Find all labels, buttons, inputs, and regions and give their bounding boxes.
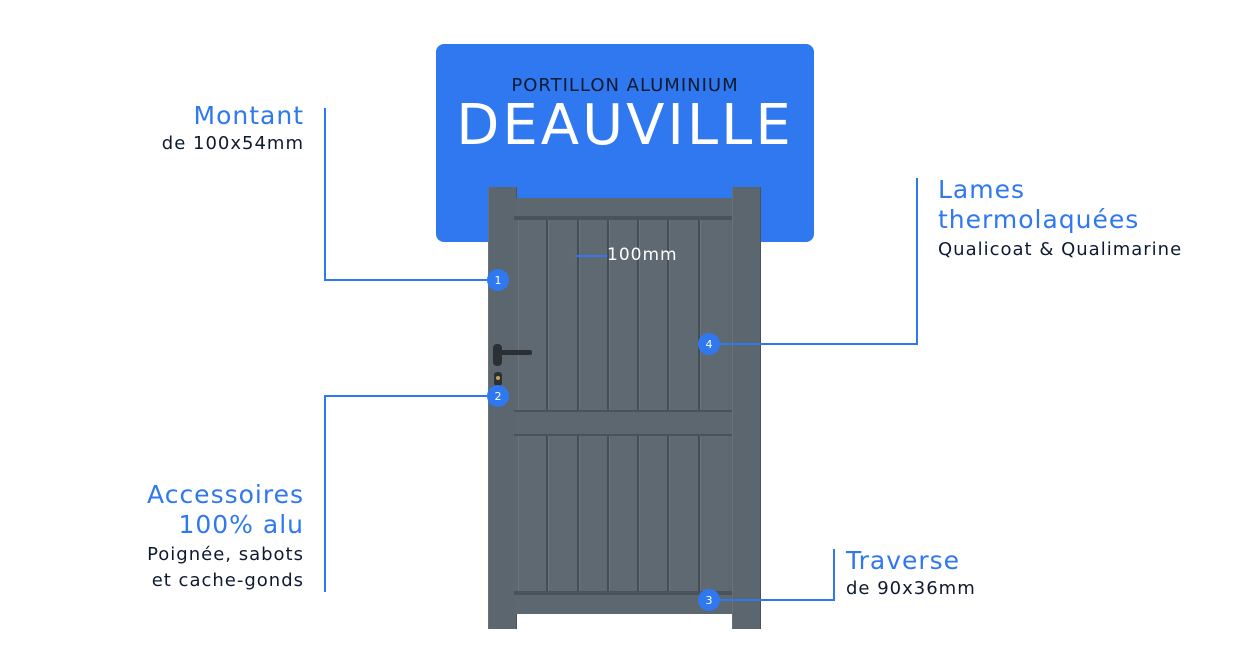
product-type: PORTILLON ALUMINIUM xyxy=(511,75,739,96)
accessoires-title-1: Accessoires xyxy=(147,480,304,509)
badge-2: 2 xyxy=(487,385,509,407)
montant-detail: de 100x54mm xyxy=(161,133,304,154)
slat xyxy=(548,220,577,410)
lames-title-1: Lames xyxy=(938,175,1026,204)
slat xyxy=(578,220,607,410)
top-rail xyxy=(514,216,732,220)
right-post xyxy=(732,187,761,629)
accessoires-title-2: 100% alu xyxy=(178,510,304,539)
accessoires-detail-2: et cache-gonds xyxy=(151,570,304,591)
lames-leader-horizontal xyxy=(720,343,918,345)
callout-lames: Lames thermolaquées Qualicoat & Qualimar… xyxy=(938,175,1182,263)
callout-montant: Montant de 100x54mm xyxy=(0,101,304,157)
slat xyxy=(639,220,668,410)
callout-traverse: Traverse de 90x36mm xyxy=(846,546,976,602)
slat-width-marker xyxy=(575,255,607,257)
badge-3: 3 xyxy=(698,589,720,611)
middle-rail xyxy=(514,410,732,436)
slat xyxy=(639,436,668,591)
lames-detail: Qualicoat & Qualimarine xyxy=(938,239,1183,260)
callout-accessoires: Accessoires 100% alu Poignée, sabots et … xyxy=(0,480,304,594)
lames-leader-vertical xyxy=(916,178,918,345)
slat xyxy=(669,436,698,591)
slat xyxy=(699,436,728,591)
accessoires-leader-vertical xyxy=(324,395,326,592)
bottom-rail xyxy=(514,591,732,595)
badge-4: 4 xyxy=(698,333,720,355)
traverse-detail: de 90x36mm xyxy=(846,578,976,599)
gate-leaf xyxy=(514,198,732,614)
accessoires-leader-horizontal xyxy=(324,395,487,397)
traverse-leader-horizontal xyxy=(720,599,835,601)
product-name: DEAUVILLE xyxy=(456,93,794,158)
traverse-title: Traverse xyxy=(846,546,961,575)
lames-title-2: thermolaquées xyxy=(938,205,1140,234)
slat xyxy=(608,220,638,410)
traverse-leader-vertical xyxy=(833,549,835,601)
upper-slat-panel xyxy=(518,220,728,410)
montant-leader-vertical xyxy=(324,108,326,280)
lower-slat-panel xyxy=(518,436,728,591)
slat xyxy=(548,436,577,591)
left-post xyxy=(488,187,517,629)
slat xyxy=(518,436,547,591)
badge-1: 1 xyxy=(487,269,509,291)
montant-title: Montant xyxy=(193,101,304,130)
slat xyxy=(699,220,728,410)
handle-icon xyxy=(493,344,532,386)
slat xyxy=(578,436,607,591)
accessoires-detail-1: Poignée, sabots xyxy=(147,544,304,565)
slat xyxy=(669,220,698,410)
slat xyxy=(608,436,638,591)
slat xyxy=(518,220,547,410)
montant-leader-horizontal xyxy=(324,279,487,281)
slat-width-label: 100mm xyxy=(607,245,678,265)
